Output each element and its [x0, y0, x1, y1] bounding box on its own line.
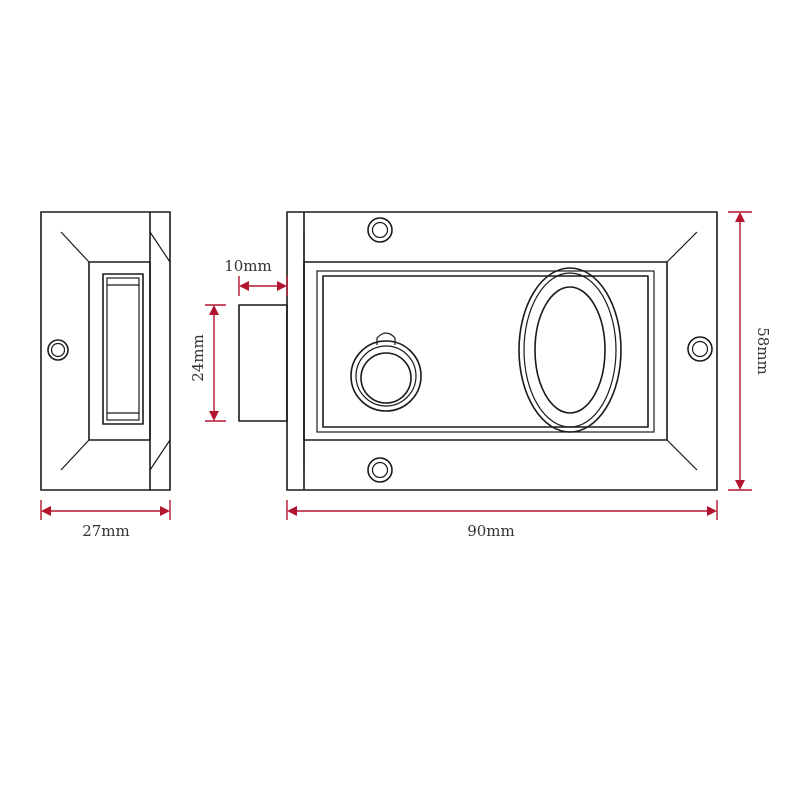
keyhole-escutcheon-inner — [534, 286, 606, 414]
front-raised-panel — [303, 261, 668, 441]
top-screw-hole-inner — [371, 221, 389, 239]
side-latch-slot-inner — [106, 277, 140, 421]
top-screw-hole-icon — [367, 217, 393, 243]
dimension-body-height: 58mm — [728, 211, 772, 491]
knob-stem-icon — [376, 332, 396, 345]
keyhole-escutcheon-ring — [523, 272, 617, 428]
keyhole-escutcheon-icon — [518, 267, 622, 433]
dimension-body-length: 90mm — [286, 500, 718, 540]
side-bevel-top-left — [60, 231, 90, 263]
front-view — [238, 211, 718, 491]
bolt-height-label: 24mm — [189, 334, 207, 382]
front-bevel-top-right — [666, 231, 698, 263]
body-height-label: 58mm — [754, 327, 772, 375]
body-length-label: 90mm — [467, 522, 515, 540]
right-screw-hole-inner — [691, 340, 709, 358]
bottom-screw-hole-icon — [367, 457, 393, 483]
dimension-bolt-projection: 10mm — [224, 257, 288, 296]
dimension-side-width: 27mm — [40, 500, 171, 540]
side-view-inner-frame — [88, 261, 151, 441]
side-bevel-bottom-left — [60, 439, 90, 471]
side-bevel-bottom-right — [149, 439, 171, 471]
side-view — [40, 211, 171, 491]
side-view-outline — [40, 211, 171, 491]
dimension-bolt-height: 24mm — [189, 304, 226, 422]
front-body-outline — [286, 211, 718, 491]
front-bevel-bottom-right — [666, 439, 698, 471]
bottom-screw-hole-inner — [371, 461, 389, 479]
side-latch-slot-outer — [102, 273, 144, 425]
knob-icon — [350, 340, 422, 412]
side-width-label: 27mm — [82, 522, 130, 540]
latch-bolt — [238, 304, 288, 422]
side-bevel-top-right — [149, 231, 171, 263]
side-screw-hole-icon — [47, 339, 69, 361]
knob-ring — [355, 345, 417, 407]
side-screw-hole-inner — [50, 342, 66, 358]
knob-center — [360, 352, 412, 404]
front-panel-border — [316, 270, 655, 433]
bolt-projection-label: 10mm — [224, 257, 272, 275]
front-panel-face — [322, 275, 649, 428]
right-screw-hole-icon — [687, 336, 713, 362]
